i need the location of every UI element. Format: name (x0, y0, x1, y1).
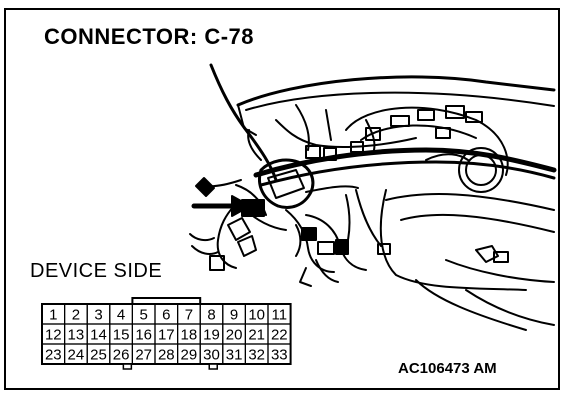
connector-pin-number: 3 (94, 307, 102, 324)
connector-pin-number: 16 (135, 327, 152, 344)
connector-housing (41, 303, 292, 365)
connector-pin-number: 10 (248, 307, 265, 324)
connector-pin-number: 12 (45, 327, 62, 344)
connector-pin-number: 5 (140, 307, 148, 324)
connector-pin-number: 4 (117, 307, 125, 324)
connector-pin-number: 1 (49, 307, 57, 324)
connector-pin-number: 25 (90, 347, 107, 364)
reference-code: AC106473 AM (398, 360, 497, 377)
connector-pin-number: 32 (248, 347, 265, 364)
connector-pin-number: 11 (272, 307, 288, 324)
connector-title: CONNECTOR: C-78 (44, 24, 255, 49)
connector-pin-number: 31 (226, 347, 243, 364)
connector-pin-number: 23 (45, 347, 62, 364)
connector-pin-number: 17 (158, 327, 175, 344)
connector-pin-cell (267, 343, 292, 365)
connector-key-tab (131, 297, 202, 304)
connector-pin-number: 29 (181, 347, 198, 364)
connector-pin-number: 18 (181, 327, 198, 344)
connector-pin-number: 27 (135, 347, 152, 364)
connector-pin-number: 7 (185, 307, 193, 324)
connector-pin-number: 9 (230, 307, 238, 324)
connector-pin-number: 26 (113, 347, 130, 364)
device-side-label: DEVICE SIDE (30, 260, 163, 282)
connector-pin-number: 21 (248, 327, 265, 344)
connector-pin-number: 14 (90, 327, 107, 344)
connector-pin-number: 8 (207, 307, 215, 324)
connector-pin-number: 13 (68, 327, 85, 344)
connector-bottom-tab (208, 363, 218, 370)
connector-pin-number: 33 (271, 347, 288, 364)
connector-pin-number: 30 (203, 347, 220, 364)
connector-pin-number: 15 (113, 327, 130, 344)
wiring-harness-illustration (189, 63, 557, 331)
connector-bottom-tab (122, 363, 133, 370)
connector-pin-number: 19 (203, 327, 220, 344)
connector-pin-number: 6 (162, 307, 170, 324)
connector-pin-number: 28 (158, 347, 175, 364)
connector-pin-number: 24 (68, 347, 85, 364)
diagram-frame: CONNECTOR: C-78 (4, 8, 560, 390)
connector-pin-number: 22 (271, 327, 288, 344)
connector-pin-number: 2 (72, 307, 80, 324)
connector-pin-number: 20 (226, 327, 243, 344)
